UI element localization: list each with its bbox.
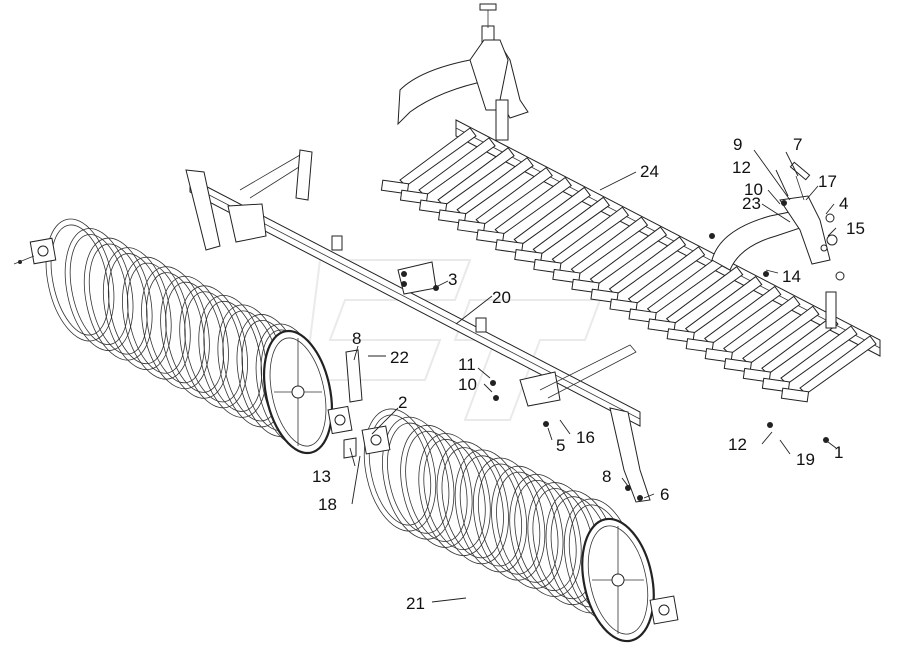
callout-19: 19 bbox=[796, 450, 815, 469]
callout-labels: 1 2 3 4 5 6 7 8 8 9 10 10 11 12 12 13 14… bbox=[312, 135, 865, 613]
harrow-tine bbox=[704, 295, 801, 363]
watermark-logo bbox=[303, 259, 602, 421]
callout-3: 3 bbox=[448, 270, 457, 289]
callout-23: 23 bbox=[742, 194, 761, 213]
roller-end-wheel bbox=[263, 329, 333, 455]
callout-12-lower: 12 bbox=[728, 435, 747, 454]
callout-11: 11 bbox=[458, 355, 476, 374]
callout-5: 5 bbox=[556, 436, 565, 455]
roller-end-wheel bbox=[581, 517, 655, 643]
callout-8-lower: 8 bbox=[602, 467, 611, 486]
harrow-tine bbox=[495, 186, 591, 254]
top-hitch-bracket bbox=[397, 3, 529, 141]
callout-21: 21 bbox=[406, 594, 425, 613]
callout-1: 1 bbox=[834, 443, 843, 462]
callout-20: 20 bbox=[492, 288, 511, 307]
harrow-tine-bar bbox=[380, 119, 881, 403]
callout-18: 18 bbox=[318, 495, 337, 514]
leader-lines bbox=[349, 149, 837, 603]
harrow-tine bbox=[418, 147, 515, 215]
callout-15: 15 bbox=[846, 219, 865, 238]
callout-8-upper: 8 bbox=[352, 329, 361, 348]
main-frame bbox=[185, 149, 651, 503]
callout-9: 9 bbox=[733, 135, 742, 154]
left-roller bbox=[45, 218, 333, 455]
fasteners bbox=[18, 200, 829, 501]
callout-14: 14 bbox=[782, 267, 801, 286]
callout-4: 4 bbox=[839, 194, 848, 213]
callout-10-right: 10 bbox=[744, 180, 763, 199]
callout-22: 22 bbox=[390, 348, 409, 367]
callout-16: 16 bbox=[576, 428, 595, 447]
callout-17: 17 bbox=[818, 172, 837, 191]
callout-7: 7 bbox=[793, 135, 802, 154]
callout-10-center: 10 bbox=[458, 375, 477, 394]
right-side-bracket bbox=[711, 161, 845, 329]
right-roller bbox=[363, 408, 655, 643]
harrow-tine bbox=[780, 335, 877, 403]
callout-2: 2 bbox=[398, 393, 407, 412]
callout-6: 6 bbox=[660, 485, 669, 504]
callout-12-upper: 12 bbox=[732, 158, 751, 177]
callout-13: 13 bbox=[312, 467, 331, 486]
callout-24: 24 bbox=[640, 162, 659, 181]
